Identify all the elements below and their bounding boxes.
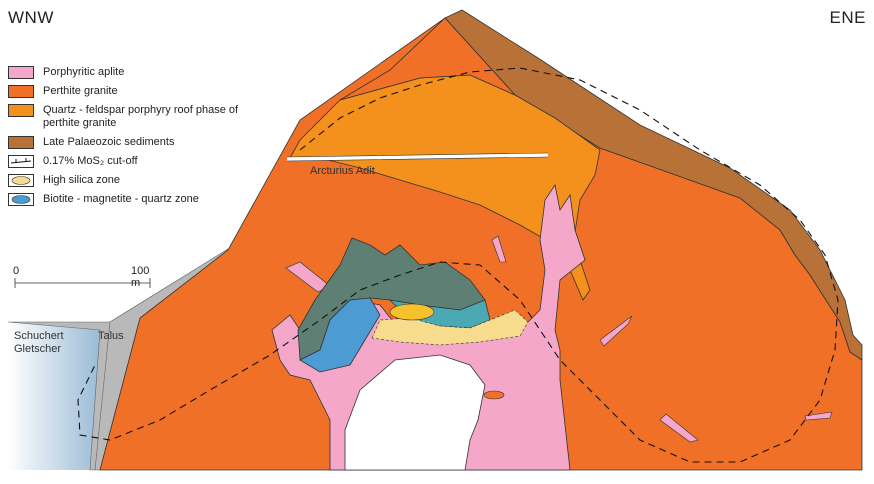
legend-item-mos2: 0.17% MoS₂ cut-off (8, 155, 268, 168)
legend-item-sediments: Late Palaeozoic sediments (8, 136, 268, 149)
granite-enclave (484, 391, 504, 399)
biotite-swatch (8, 193, 34, 206)
scale-end-label: 100 m (131, 265, 153, 289)
legend-item-porphyry: Quartz - feldspar porphyry roof phase of… (8, 104, 268, 130)
direction-ene: ENE (830, 8, 866, 28)
legend-item-aplite: Porphyritic aplite (8, 66, 268, 79)
arcturius-adit-label: Arcturius Adit (310, 165, 375, 178)
aplite-swatch (8, 66, 34, 79)
legend-item-high-silica: High silica zone (8, 174, 268, 187)
perthite-swatch (8, 85, 34, 98)
legend-item-perthite: Perthite granite (8, 85, 268, 98)
schuchert-gletscher-label: Schuchert Gletscher (14, 330, 64, 356)
legend: Porphyritic aplite Perthite granite Quar… (8, 66, 268, 212)
scale-bar: 0 100 m (13, 265, 153, 295)
mos2-line-swatch (8, 155, 34, 168)
legend-item-biotite: Biotite - magnetite - quartz zone (8, 193, 268, 206)
high-silica-lens (390, 304, 434, 320)
scale-start-label: 0 (13, 265, 19, 277)
high-silica-swatch (8, 174, 34, 187)
sediments-swatch (8, 136, 34, 149)
direction-wnw: WNW (8, 8, 54, 28)
talus-label: Talus (98, 330, 124, 343)
porphyry-swatch (8, 104, 34, 117)
